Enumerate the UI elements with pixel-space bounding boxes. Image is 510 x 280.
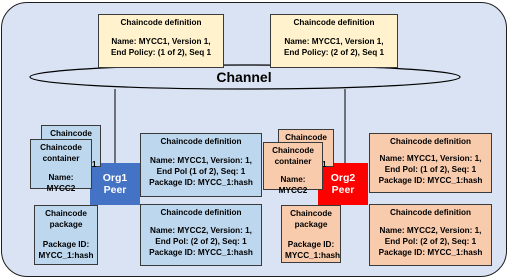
container-title: Chaincode [40,143,82,152]
definition-line: End Policy: (1 of 2), Seq 1 [110,48,212,57]
chaincode-back-title: Chaincode [50,129,92,138]
org1-chaincode-count: 1 [92,160,97,169]
channel-definition-mycc1-org1: Chaincode definition Name: MYCC1, Versio… [98,14,224,68]
org2-definition-mycc2: Chaincode definition Name: MYCC2, Versio… [369,204,492,266]
package-id: MYCC_1:hash [38,251,94,260]
peer-org-label: Org1 [102,172,128,184]
definition-line: Name: MYCC1, Version: 1, [379,154,482,163]
package-title: Chaincode [290,209,332,218]
org2-chaincode-count: 1 [322,160,327,169]
definition-line: End Pol: (2 of 2), Seq: 1 [384,237,477,246]
org2-chaincode-container: Chaincode container Name: MYCC2 [263,142,323,195]
definition-line: Package ID: MYCC_1:hash [378,176,483,185]
org1-definition-mycc2: Chaincode definition Name: MYCC2, Versio… [140,204,262,266]
package-id: Package ID: [287,240,335,249]
peer-type-label: Peer [331,184,355,196]
org1-chaincode-package: Chaincode package Package ID: MYCC_1:has… [34,205,98,265]
package-id: MYCC_1:hash [285,251,341,260]
package-title: package [49,220,83,229]
definition-title: Chaincode definition [390,137,471,146]
channel-label: Channel [216,69,272,85]
definition-title: Chaincode definition [390,208,471,217]
definition-title: Chaincode definition [293,18,375,27]
definition-line: Package ID: MYCC_1:hash [149,248,253,257]
container-title: container [274,157,312,166]
definition-line: End Pol (1 of 2), Seq: 1 [156,167,246,176]
definition-title: Chaincode definition [160,137,242,146]
definition-line: Name: MYCC1, Version 1, [111,37,211,46]
container-name: Name: MYCC2 [46,173,76,193]
org2-peer[interactable]: Org2 Peer [318,163,368,205]
definition-title: Chaincode definition [120,18,202,27]
channel-definition-mycc1-org2: Chaincode definition Name: MYCC1, Versio… [270,14,398,68]
container-title: Chaincode [272,146,314,155]
container-name: Name: MYCC2 [278,175,308,195]
org2-chaincode-package: Chaincode package Package ID: MYCC_1:has… [281,205,341,263]
definition-line: End Pol: (2 of 2), Seq: 1 [155,237,247,246]
channel-ellipse [29,64,461,90]
definition-line: Package ID: MYCC_1:hash [378,248,483,257]
definition-line: End Pol: (1 of 2), Seq: 1 [384,165,477,174]
definition-line: Name: MYCC1, Version 1, [284,37,384,46]
chaincode-back-title: Chaincode [285,133,327,142]
definition-line: Name: MYCC2, Version: 1, [150,226,252,235]
definition-line: Package ID: MYCC_1:hash [149,178,253,187]
package-id: Package ID: [42,240,90,249]
definition-line: Name: MYCC1, Version: 1, [150,156,252,165]
org1-peer[interactable]: Org1 Peer [90,163,140,205]
org1-definition-mycc1: Chaincode definition Name: MYCC1, Versio… [140,133,262,197]
container-title: container [42,154,80,163]
definition-line: Name: MYCC2, Version: 1, [379,226,482,235]
package-title: package [294,220,328,229]
org2-definition-mycc1: Chaincode definition Name: MYCC1, Versio… [369,133,492,193]
package-title: Chaincode [45,209,87,218]
org1-chaincode-container: Chaincode container Name: MYCC2 [30,139,92,193]
peer-org-label: Org2 [330,172,356,184]
peer-type-label: Peer [103,184,127,196]
definition-title: Chaincode definition [160,208,242,217]
definition-line: End Policy: (2 of 2), Seq 1 [283,48,385,57]
